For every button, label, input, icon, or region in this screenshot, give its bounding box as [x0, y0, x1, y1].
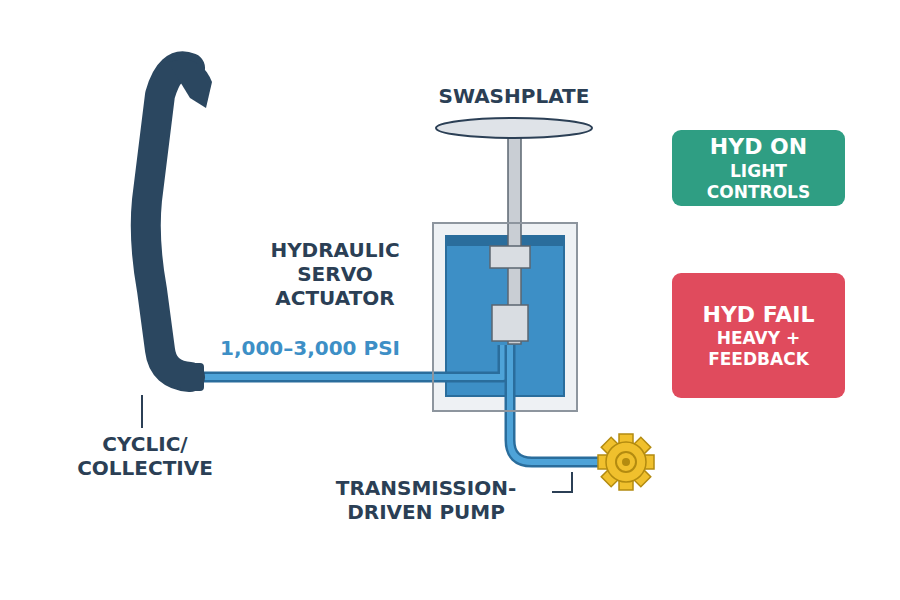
pump-line-core [510, 345, 606, 462]
actuator-box: HYDRAULIC SERVO ACTUATOR [432, 222, 578, 412]
box-body: LIGHT CONTROLS [682, 161, 835, 204]
cyclic-grip [168, 60, 212, 109]
upper-piston [490, 246, 530, 268]
pressure-label: 1,000–3,000 PSI [220, 336, 420, 360]
status-box: HYD FAILHEAVY + FEEDBACK [672, 273, 845, 398]
part-label: CYCLIC/ COLLECTIVE [60, 432, 230, 480]
box-heading: HYD ON [710, 133, 807, 161]
part-label: SWASHPLATE [414, 84, 614, 108]
box-body: HEAVY + FEEDBACK [682, 328, 835, 371]
pump-gear [598, 434, 654, 490]
fluid-top-band [446, 236, 564, 246]
lower-piston [492, 305, 528, 341]
part-label: TRANSMISSION-DRIVEN PUMP [306, 476, 546, 524]
swashplate-disc [436, 118, 592, 138]
pump-line [510, 345, 606, 462]
cyclic-stick [146, 67, 190, 377]
box-heading: HYDRAULIC SERVO ACTUATOR [250, 238, 420, 310]
trigger [172, 132, 180, 150]
cyclic-leader [141, 395, 143, 428]
pump-leader [552, 472, 572, 492]
box-heading: HYD FAIL [703, 301, 815, 329]
status-box: HYD ONLIGHT CONTROLS [672, 130, 845, 206]
stick-fitting [180, 363, 204, 391]
